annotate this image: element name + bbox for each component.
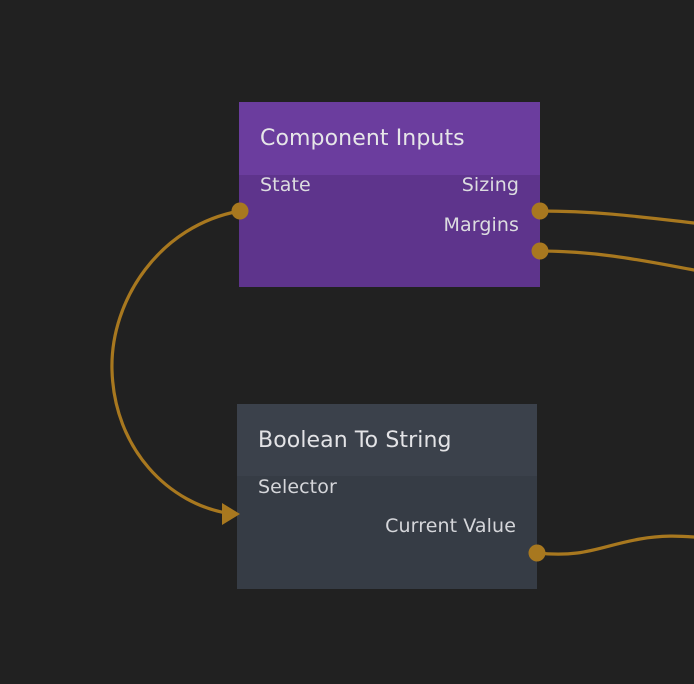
node-component-inputs[interactable]: Component Inputs State Sizing Margins: [239, 102, 540, 287]
port-label-margins: Margins: [443, 214, 519, 236]
port-row-sizing[interactable]: Sizing: [239, 171, 540, 199]
node-header-boolean-to-string[interactable]: Boolean To String: [237, 404, 537, 476]
port-row-margins[interactable]: Margins: [239, 211, 540, 239]
port-row-selector[interactable]: Selector: [237, 473, 537, 501]
wire-state-to-selector: [110, 209, 242, 516]
node-boolean-to-string[interactable]: Boolean To String Selector Current Value: [237, 404, 537, 589]
port-row-state[interactable]: State: [239, 171, 540, 199]
port-label-current-value: Current Value: [385, 515, 516, 537]
port-output-current-value[interactable]: [528, 544, 546, 562]
node-body-boolean-to-string: Selector Current Value: [237, 476, 537, 589]
node-body-component-inputs: State Sizing Margins: [239, 174, 540, 287]
wire-current-value-output: [535, 534, 694, 556]
node-title: Component Inputs: [260, 126, 465, 151]
port-output-sizing[interactable]: [531, 202, 549, 220]
wire-margins-output: [538, 249, 694, 272]
node-title: Boolean To String: [258, 427, 452, 453]
port-row-current-value[interactable]: Current Value: [237, 512, 537, 540]
port-label-sizing: Sizing: [461, 174, 519, 196]
port-input-state[interactable]: [231, 202, 249, 220]
wire-sizing-output: [538, 209, 694, 225]
port-output-margins[interactable]: [531, 242, 549, 260]
port-input-selector-arrow-icon[interactable]: [222, 503, 240, 525]
port-label-selector: Selector: [258, 476, 337, 498]
node-header-component-inputs[interactable]: Component Inputs: [239, 102, 540, 175]
port-label-state: State: [260, 174, 311, 196]
